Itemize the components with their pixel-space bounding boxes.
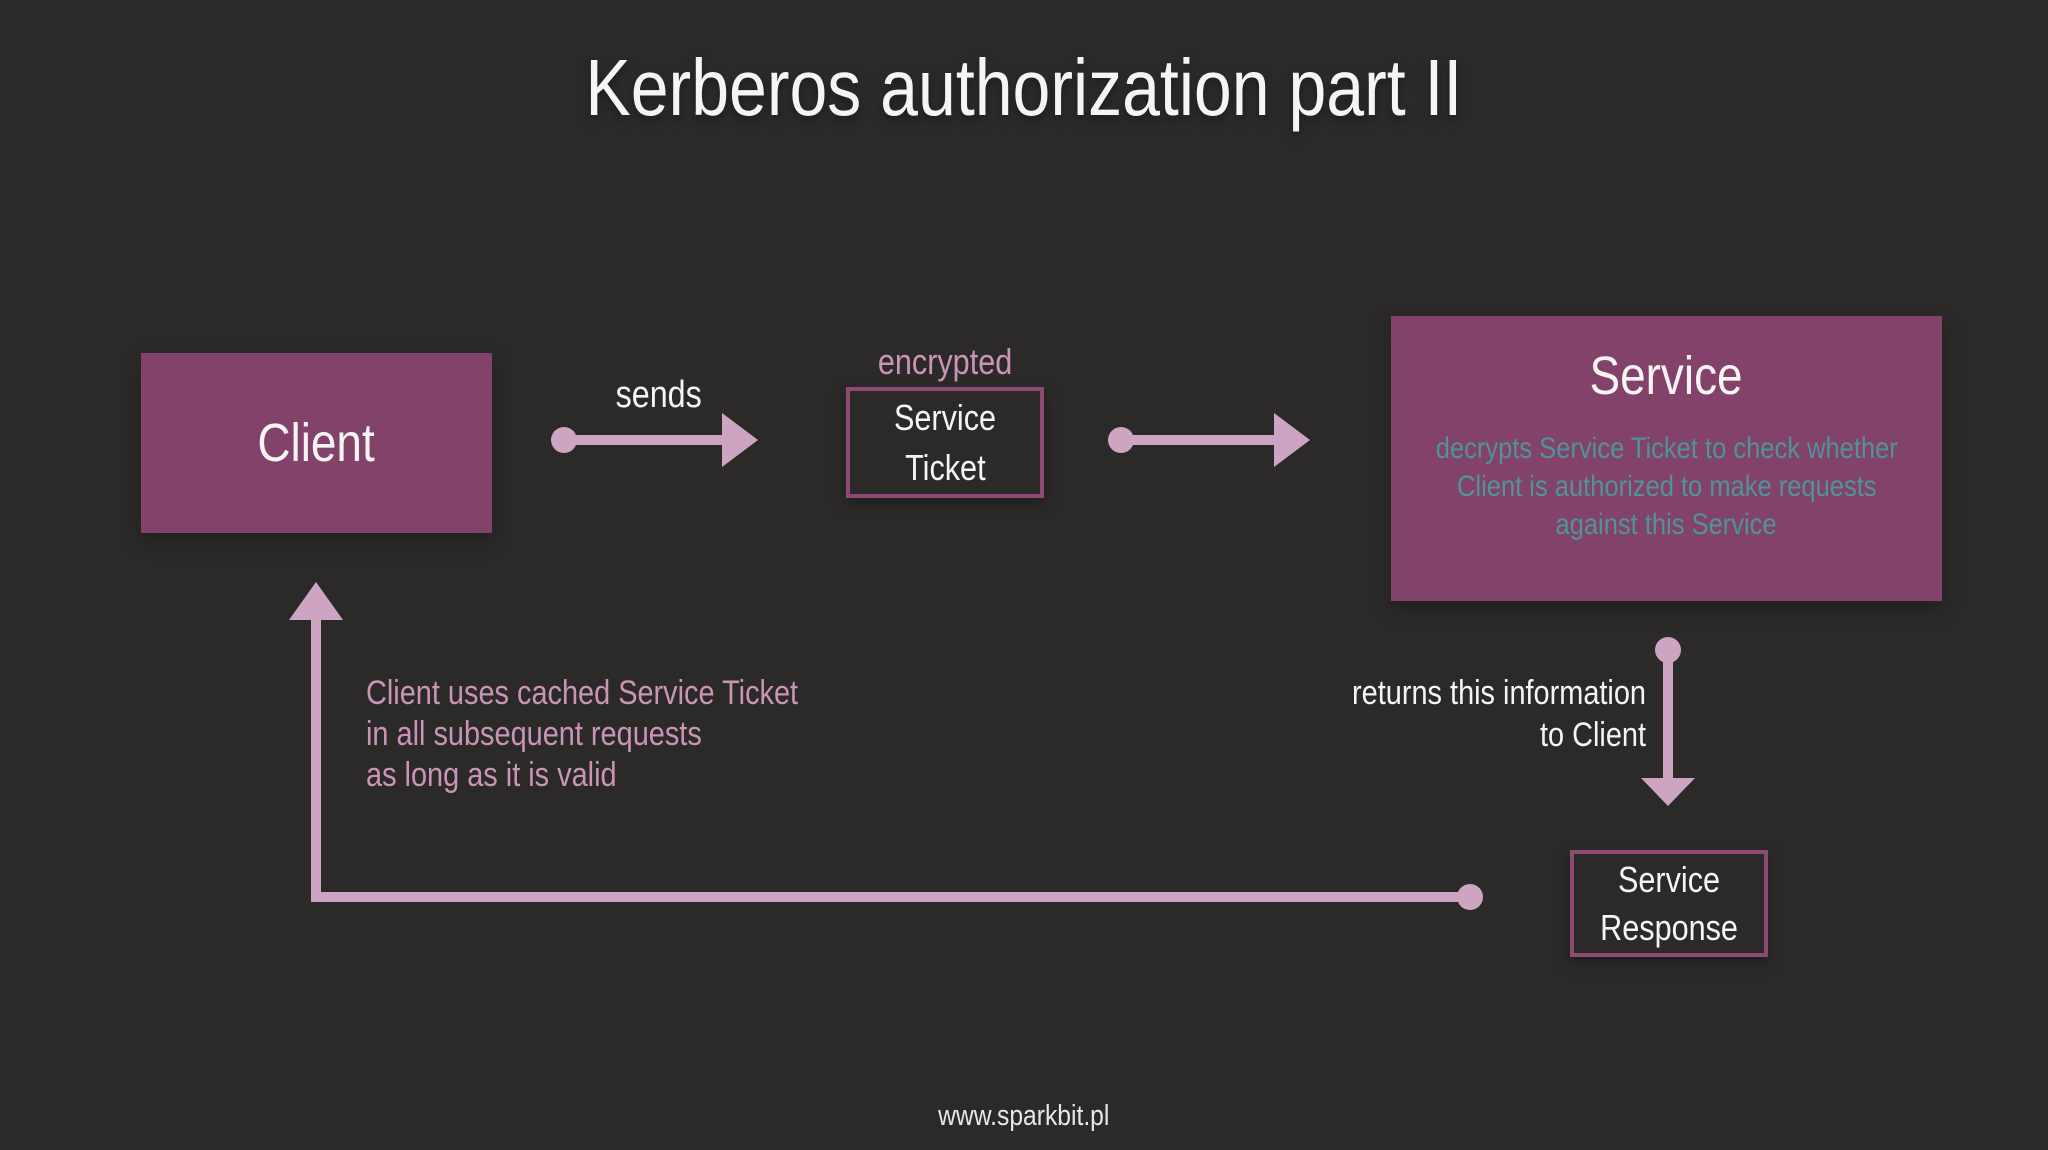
service-ticket-box: Service Ticket bbox=[846, 387, 1044, 498]
service-response-line1: Service bbox=[1617, 858, 1721, 900]
service-description: decrypts Service Ticket to check whether… bbox=[1435, 432, 1898, 541]
service-ticket-line2: Ticket bbox=[904, 446, 986, 488]
returns-label: returns this information to Client bbox=[1352, 674, 1646, 754]
client-box: Client bbox=[141, 353, 492, 533]
service-ticket-line1: Service bbox=[893, 396, 997, 438]
ticket-to-service-arrow bbox=[1108, 413, 1310, 467]
sends-arrow bbox=[551, 413, 758, 467]
service-box: Service decrypts Service Ticket to check… bbox=[1391, 316, 1942, 601]
encrypted-label: encrypted bbox=[877, 341, 1013, 382]
client-label: Client bbox=[257, 413, 376, 473]
footer-url: www.sparkbit.pl bbox=[938, 1100, 1110, 1132]
service-response-line2: Response bbox=[1600, 906, 1738, 948]
page-title-text: Kerberos authorization part II bbox=[585, 43, 1463, 132]
service-response-box: Service Response bbox=[1570, 850, 1768, 957]
returns-to-client-arrow bbox=[1641, 637, 1695, 806]
sends-label: sends bbox=[615, 374, 703, 416]
service-title: Service bbox=[1589, 346, 1744, 406]
page-title: Kerberos authorization part II bbox=[0, 40, 2048, 136]
cached-ticket-note: Client uses cached Service Ticket in all… bbox=[366, 674, 799, 794]
